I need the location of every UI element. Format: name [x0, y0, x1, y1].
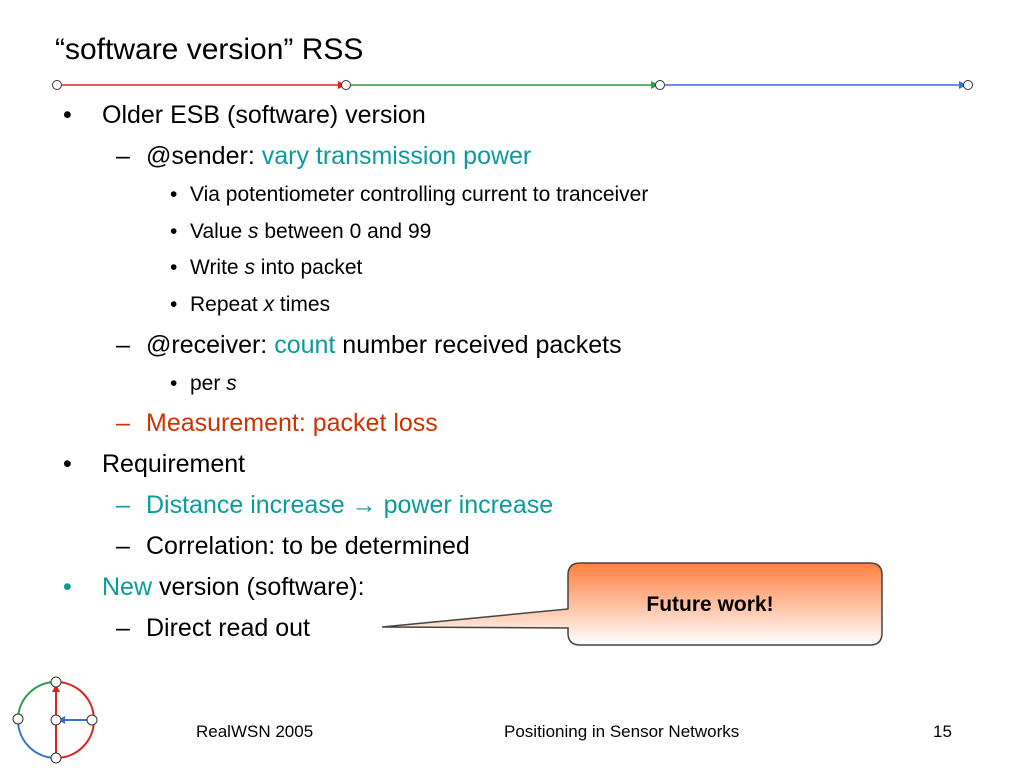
- write-var: s: [244, 256, 255, 279]
- callout-text: Future work!: [646, 593, 774, 616]
- dash-marker: –: [116, 491, 130, 519]
- bullet-repeat-x: Repeat x times: [190, 293, 330, 317]
- bullet-marker: •: [170, 220, 178, 243]
- bullet-new-version: New version (software):: [102, 573, 365, 602]
- bullet-potentiometer: Via potentiometer controlling current to…: [190, 183, 649, 206]
- network-logo-icon: [12, 676, 98, 764]
- receiver-prefix: @receiver:: [146, 331, 275, 359]
- per-var: s: [226, 372, 237, 395]
- bullet-requirement: Requirement: [102, 450, 246, 478]
- sender-prefix: @sender:: [146, 142, 262, 170]
- bullet-marker: •: [63, 450, 72, 478]
- bullet-marker: •: [170, 183, 178, 206]
- logo-arc-green: [17, 680, 57, 719]
- bullet-marker: •: [63, 573, 72, 601]
- write-post: into packet: [254, 256, 363, 279]
- logo-node-bottom: [50, 752, 62, 764]
- new-highlight: New: [102, 573, 153, 601]
- bullet-sender: @sender: vary transmission power: [146, 142, 531, 171]
- dash-marker: –: [116, 532, 130, 560]
- callout-bubble: [381, 562, 883, 646]
- bullet-distance-power: Distance increase → power increase: [146, 491, 554, 519]
- underline-node-1: [52, 80, 62, 90]
- slide-title: “software version” RSS: [55, 33, 364, 66]
- value-pre: Value: [190, 220, 248, 243]
- logo-node-left: [12, 713, 24, 725]
- callout-shape: [381, 562, 883, 646]
- logo-red-arrowhead: [52, 684, 60, 692]
- bullet-older-esb: Older ESB (software) version: [102, 101, 426, 129]
- dash-marker: –: [116, 331, 130, 359]
- per-pre: per: [190, 372, 227, 395]
- logo-arc-blue: [17, 719, 57, 759]
- value-var: s: [248, 220, 259, 243]
- bullet-write-s: Write s into packet: [190, 256, 362, 280]
- footer-left: RealWSN 2005: [196, 722, 314, 741]
- dash-marker: –: [116, 614, 130, 642]
- value-post: between 0 and 99: [258, 220, 432, 243]
- bullet-measurement: Measurement: packet loss: [146, 409, 438, 437]
- repeat-var: x: [263, 293, 275, 316]
- repeat-pre: Repeat: [190, 293, 264, 316]
- bullet-marker: •: [170, 293, 178, 316]
- footer-center: Positioning in Sensor Networks: [504, 722, 740, 741]
- underline-node-4: [963, 80, 973, 90]
- receiver-highlight: count: [274, 331, 336, 359]
- underline-node-2: [341, 80, 351, 90]
- logo-node-center: [50, 714, 62, 726]
- sender-highlight: vary transmission power: [261, 142, 532, 170]
- bullet-marker: •: [170, 256, 178, 279]
- bullet-receiver: @receiver: count number received packets: [146, 331, 622, 360]
- page-number: 15: [933, 722, 952, 741]
- logo-node-top: [50, 676, 62, 688]
- bullet-direct-read-out: Direct read out: [146, 614, 310, 642]
- bullet-marker: •: [170, 372, 178, 395]
- bullet-value-s: Value s between 0 and 99: [190, 220, 431, 244]
- bullet-marker: •: [63, 101, 72, 129]
- bullet-correlation: Correlation: to be determined: [146, 532, 470, 560]
- repeat-post: times: [274, 293, 331, 316]
- receiver-suffix: number received packets: [335, 331, 622, 359]
- dash-marker: –: [116, 142, 130, 170]
- title-underline-graphic: [52, 80, 973, 90]
- write-pre: Write: [190, 256, 245, 279]
- dash-marker: –: [116, 409, 130, 437]
- new-suffix: version (software):: [152, 573, 365, 601]
- bullet-per-s: per s: [190, 372, 237, 396]
- underline-node-3: [655, 80, 665, 90]
- logo-node-right: [86, 714, 98, 726]
